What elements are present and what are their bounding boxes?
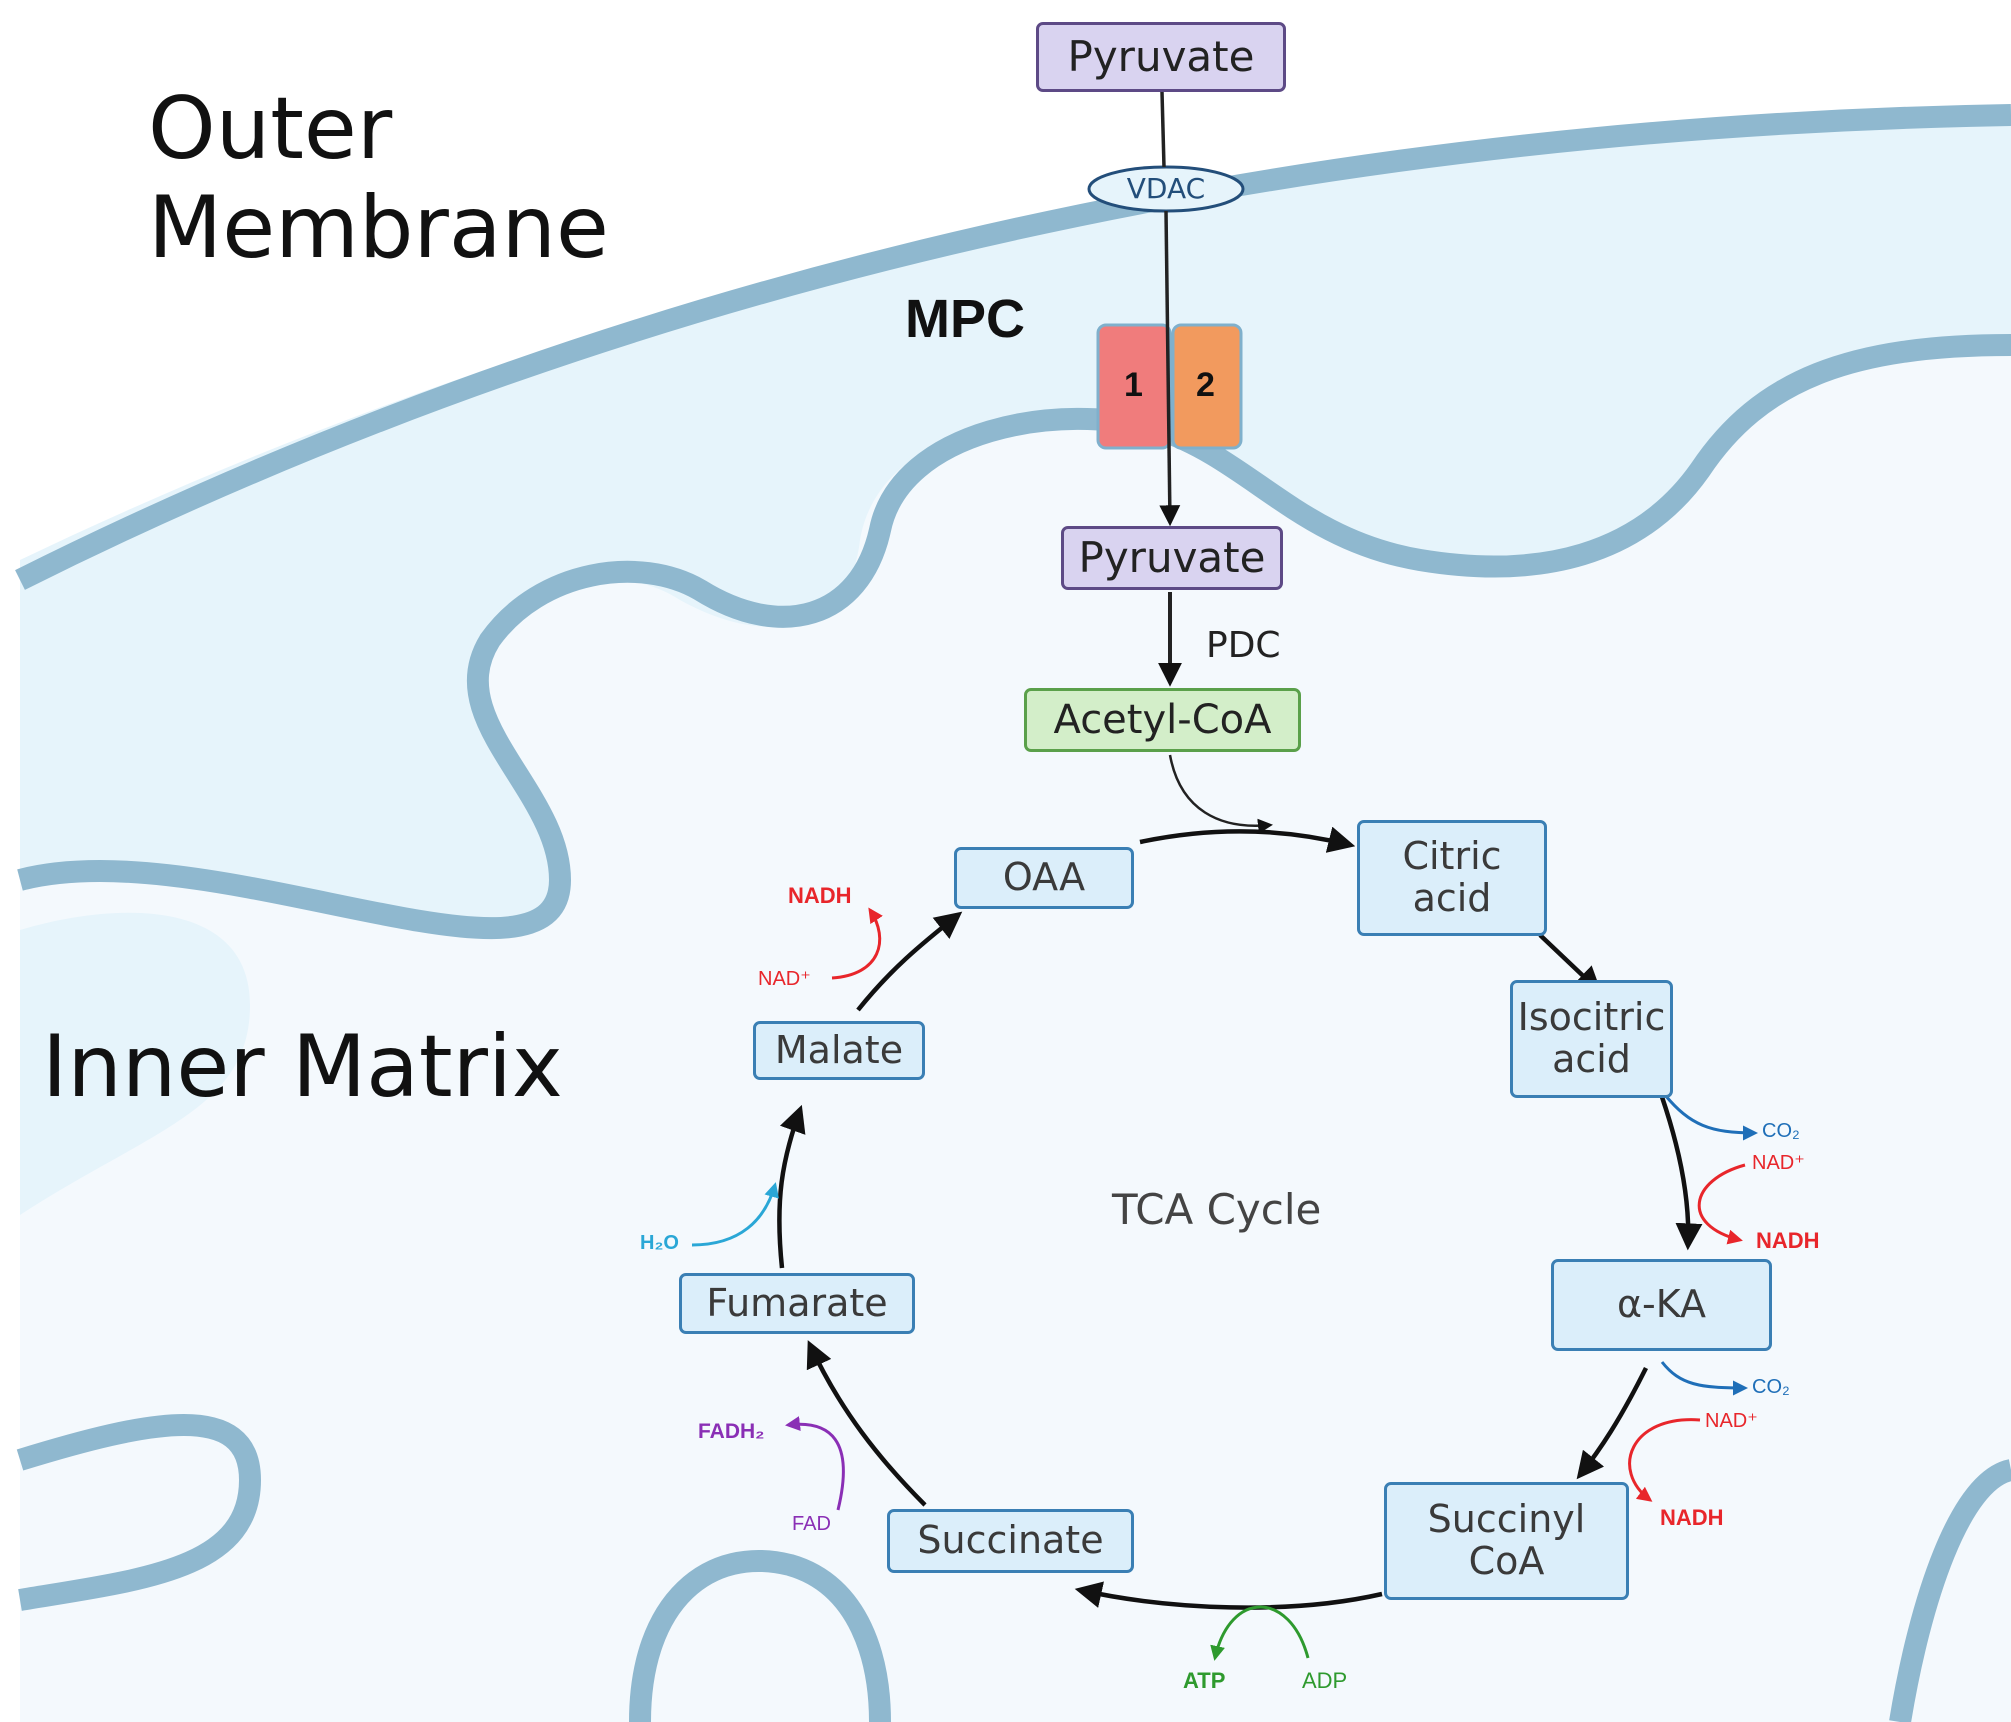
node-succinyl-coa-line2: CoA bbox=[1468, 1539, 1545, 1583]
node-succinyl-coa-line1: Succinyl bbox=[1427, 1497, 1586, 1542]
node-citric-acid-line1: Citric bbox=[1402, 834, 1502, 879]
mpc-label: MPC bbox=[905, 289, 1025, 349]
node-citric-acid: Citric acid bbox=[1357, 820, 1547, 936]
nadh-label-b: NADH bbox=[1660, 1505, 1724, 1530]
vdac-label: VDAC bbox=[1126, 172, 1206, 205]
arrow-malate-oaa bbox=[856, 911, 963, 1012]
inner-matrix-label: Inner Matrix bbox=[42, 1017, 563, 1117]
nadh-label-c: NADH bbox=[788, 883, 852, 908]
mpc1-label: 1 bbox=[1124, 366, 1143, 404]
nad-label-b: NAD⁺ bbox=[1705, 1410, 1758, 1432]
arrow-vdac-pyruvate-matrix bbox=[1159, 210, 1181, 527]
co2-label-b: CO₂ bbox=[1752, 1376, 1790, 1398]
node-malate: Malate bbox=[753, 1021, 925, 1080]
arrow-nadh-b bbox=[1628, 1418, 1701, 1502]
arrow-akg-succinyl bbox=[1576, 1366, 1649, 1480]
node-oaa: OAA bbox=[954, 847, 1134, 909]
outer-membrane-label-line2: Membrane bbox=[148, 177, 609, 278]
crista-bottom bbox=[629, 1550, 891, 1722]
node-acetyl-coa: Acetyl-CoA bbox=[1024, 688, 1301, 752]
nad-label-c: NAD⁺ bbox=[758, 968, 811, 990]
nad-label-a: NAD⁺ bbox=[1752, 1152, 1805, 1174]
arrow-h2o bbox=[691, 1182, 779, 1247]
inner-membrane bbox=[17, 334, 2011, 940]
arrow-co2-b bbox=[1660, 1361, 1748, 1396]
mpc2-label: 2 bbox=[1196, 366, 1215, 404]
fadh2-label: FADH₂ bbox=[698, 1420, 765, 1443]
tca-cycle-title: TCA Cycle bbox=[1112, 1185, 1322, 1234]
outer-membrane-label-line1: Outer bbox=[148, 79, 393, 179]
nadh-label-a: NADH bbox=[1756, 1228, 1820, 1253]
pdc-label: PDC bbox=[1206, 625, 1281, 666]
inner-matrix-area bbox=[20, 340, 2011, 1722]
node-fumarate: Fumarate bbox=[679, 1273, 915, 1334]
node-isocitric-acid-line1: Isocitric bbox=[1517, 995, 1666, 1040]
h2o-label: H₂O bbox=[640, 1232, 679, 1254]
adp-label: ADP bbox=[1302, 1668, 1348, 1693]
fad-label: FAD bbox=[792, 1513, 831, 1535]
crista-bottom-right bbox=[1889, 1459, 2011, 1722]
node-succinate: Succinate bbox=[887, 1509, 1134, 1573]
arrow-pyruvate-vdac bbox=[1160, 91, 1166, 168]
arrow-oaa-citric bbox=[1139, 826, 1356, 853]
node-pyruvate-matrix: Pyruvate bbox=[1061, 526, 1283, 590]
arrow-atp bbox=[1210, 1605, 1310, 1661]
node-citric-acid-line2: acid bbox=[1412, 876, 1492, 920]
node-pyruvate-cytosol: Pyruvate bbox=[1036, 22, 1286, 92]
arrow-nadh-a bbox=[1697, 1163, 1746, 1245]
node-akg: α-KA bbox=[1551, 1259, 1772, 1351]
arrow-nadh-c bbox=[831, 907, 883, 980]
arrow-succinate-fumarate bbox=[806, 1340, 927, 1507]
arrow-succinyl-succinate bbox=[1074, 1581, 1383, 1610]
crista-lower-left bbox=[16, 1414, 262, 1611]
node-isocitric-acid-line2: acid bbox=[1552, 1037, 1631, 1081]
mpc2-subunit bbox=[1171, 323, 1243, 450]
arrow-fadh2 bbox=[785, 1416, 845, 1511]
arrow-isocitric-akg bbox=[1659, 1096, 1703, 1251]
outer-membrane bbox=[15, 104, 2011, 590]
co2-label-a: CO₂ bbox=[1762, 1120, 1800, 1142]
arrow-acetyl-into-cycle bbox=[1168, 754, 1273, 834]
node-isocitric-acid: Isocitric acid bbox=[1510, 980, 1673, 1098]
arrow-fumarate-malate bbox=[777, 1104, 806, 1269]
arrow-co2-a bbox=[1663, 1094, 1758, 1141]
atp-label: ATP bbox=[1183, 1668, 1226, 1693]
node-succinyl-coa: Succinyl CoA bbox=[1384, 1482, 1629, 1600]
outer-membrane-label: Outer Membrane bbox=[148, 80, 609, 278]
